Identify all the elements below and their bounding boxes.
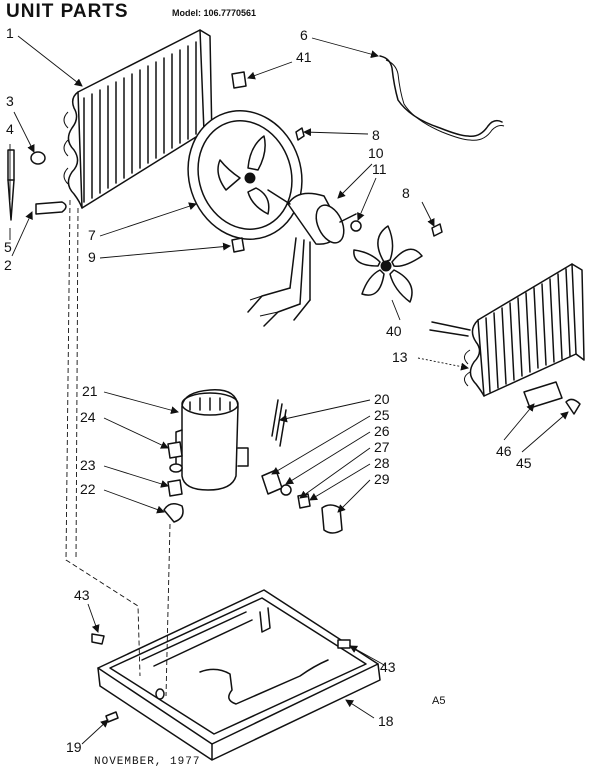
fan-motor — [247, 189, 357, 327]
callout-23: 23 — [80, 457, 96, 473]
callout-24: 24 — [80, 409, 96, 425]
blower-fan — [353, 225, 423, 303]
callout-3: 3 — [6, 93, 14, 109]
callout-10: 10 — [368, 145, 384, 161]
evaporator-coil — [429, 263, 585, 397]
callout-25: 25 — [374, 407, 390, 423]
condenser-coil — [63, 29, 213, 209]
terminal-cover-parts — [261, 469, 343, 534]
fan-shroud — [187, 110, 303, 240]
clip — [231, 71, 247, 89]
callout-45: 45 — [516, 455, 532, 471]
callout-1: 1 — [6, 25, 14, 41]
callout-43-right: 43 — [380, 659, 396, 675]
callout-13: 13 — [392, 349, 408, 365]
guide-line — [75, 207, 171, 697]
callout-4: 4 — [6, 121, 14, 137]
callout-6: 6 — [300, 27, 308, 43]
callout-9: 9 — [88, 249, 96, 265]
screw — [295, 127, 305, 141]
base-screw-left — [91, 633, 105, 645]
guide-line — [65, 199, 141, 677]
callout-7: 7 — [88, 227, 96, 243]
callout-20: 20 — [374, 391, 390, 407]
compressor — [175, 389, 249, 491]
refrigerant-tube — [379, 55, 503, 138]
callout-5: 5 — [4, 239, 12, 255]
callout-40: 40 — [386, 323, 402, 339]
callout-41: 41 — [296, 49, 312, 65]
leader-lines — [9, 35, 569, 745]
motor-nut — [350, 220, 362, 232]
callout-18: 18 — [378, 713, 394, 729]
callout-28: 28 — [374, 455, 390, 471]
callout-8-lower: 8 — [402, 185, 410, 201]
shroud-clip — [231, 237, 245, 253]
wire-harness — [271, 399, 287, 447]
model-number: Model: 106.7770561 — [172, 8, 256, 18]
page-code: A5 — [432, 695, 445, 707]
page-title: UNIT PARTS — [6, 1, 129, 22]
callout-22: 22 — [80, 481, 96, 497]
callout-21: 21 — [82, 383, 98, 399]
callout-43-left: 43 — [74, 587, 90, 603]
set-screw — [431, 223, 443, 237]
callout-26: 26 — [374, 423, 390, 439]
callout-46: 46 — [496, 443, 512, 459]
callout-8-upper: 8 — [372, 127, 380, 143]
compressor-grommets — [163, 441, 184, 523]
callout-11: 11 — [372, 161, 387, 177]
footer-date: NOVEMBER, 1977 — [94, 756, 200, 768]
base-screw-right — [337, 639, 351, 649]
callout-27: 27 — [374, 439, 390, 455]
service-valve — [7, 149, 15, 221]
capillary-tube — [30, 151, 67, 215]
callout-29: 29 — [374, 471, 390, 487]
drain-cap — [523, 381, 581, 415]
callout-19: 19 — [66, 739, 82, 755]
callout-2: 2 — [4, 257, 12, 273]
base-pan — [97, 589, 381, 761]
